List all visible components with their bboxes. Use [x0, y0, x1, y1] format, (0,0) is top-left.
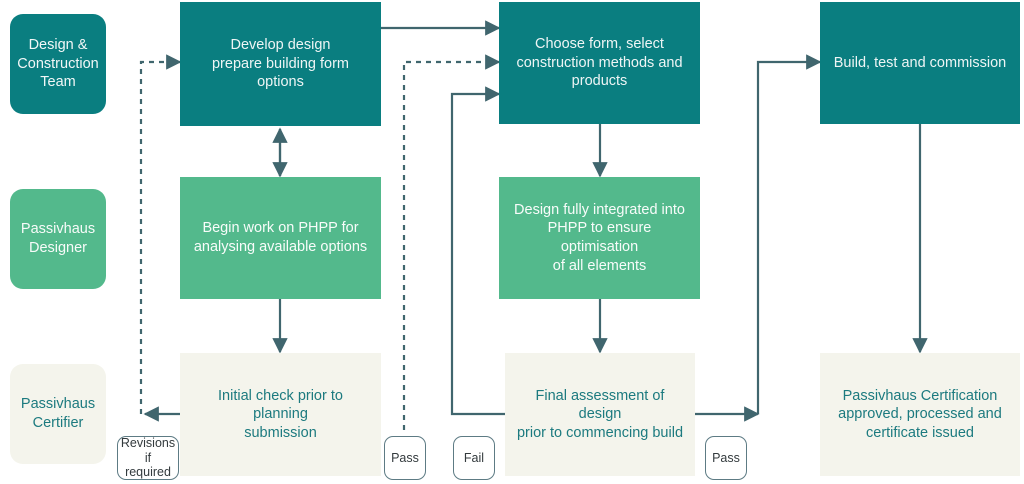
wire-final-assessment-fail-to-choose-form [450, 86, 505, 416]
gate-fail-final-assessment[interactable]: Fail [453, 436, 495, 480]
node-initial-check[interactable]: Initial check prior to planning submissi… [180, 353, 381, 476]
node-design-integrated-phpp[interactable]: Design fully integrated into PHPP to ens… [499, 177, 700, 299]
node-develop-design[interactable]: Develop design prepare building form opt… [180, 2, 381, 126]
wire-pass-riser-to-build [756, 54, 822, 414]
lane-chip-passivhaus-certifier: Passivhaus Certifier [10, 364, 106, 464]
lane-chip-design-construction-team: Design & Construction Team [10, 14, 106, 114]
gate-pass-initial-check[interactable]: Pass [384, 436, 426, 480]
node-build-test-commission[interactable]: Build, test and commission [820, 2, 1020, 124]
node-certification-issued[interactable]: Passivhaus Certification approved, proce… [820, 353, 1020, 476]
lane-chip-passivhaus-designer: Passivhaus Designer [10, 189, 106, 289]
gate-pass-final-assessment[interactable]: Pass [705, 436, 747, 480]
node-begin-phpp[interactable]: Begin work on PHPP for analysing availab… [180, 177, 381, 299]
wire-revisions-riser-to-develop-design [139, 54, 182, 414]
gate-revisions-if-required[interactable]: Revisions if required [117, 436, 179, 480]
node-choose-form[interactable]: Choose form, select construction methods… [499, 2, 700, 124]
wire-initial-check-pass-to-choose-form [402, 54, 501, 430]
node-final-assessment[interactable]: Final assessment of design prior to comm… [505, 353, 695, 476]
